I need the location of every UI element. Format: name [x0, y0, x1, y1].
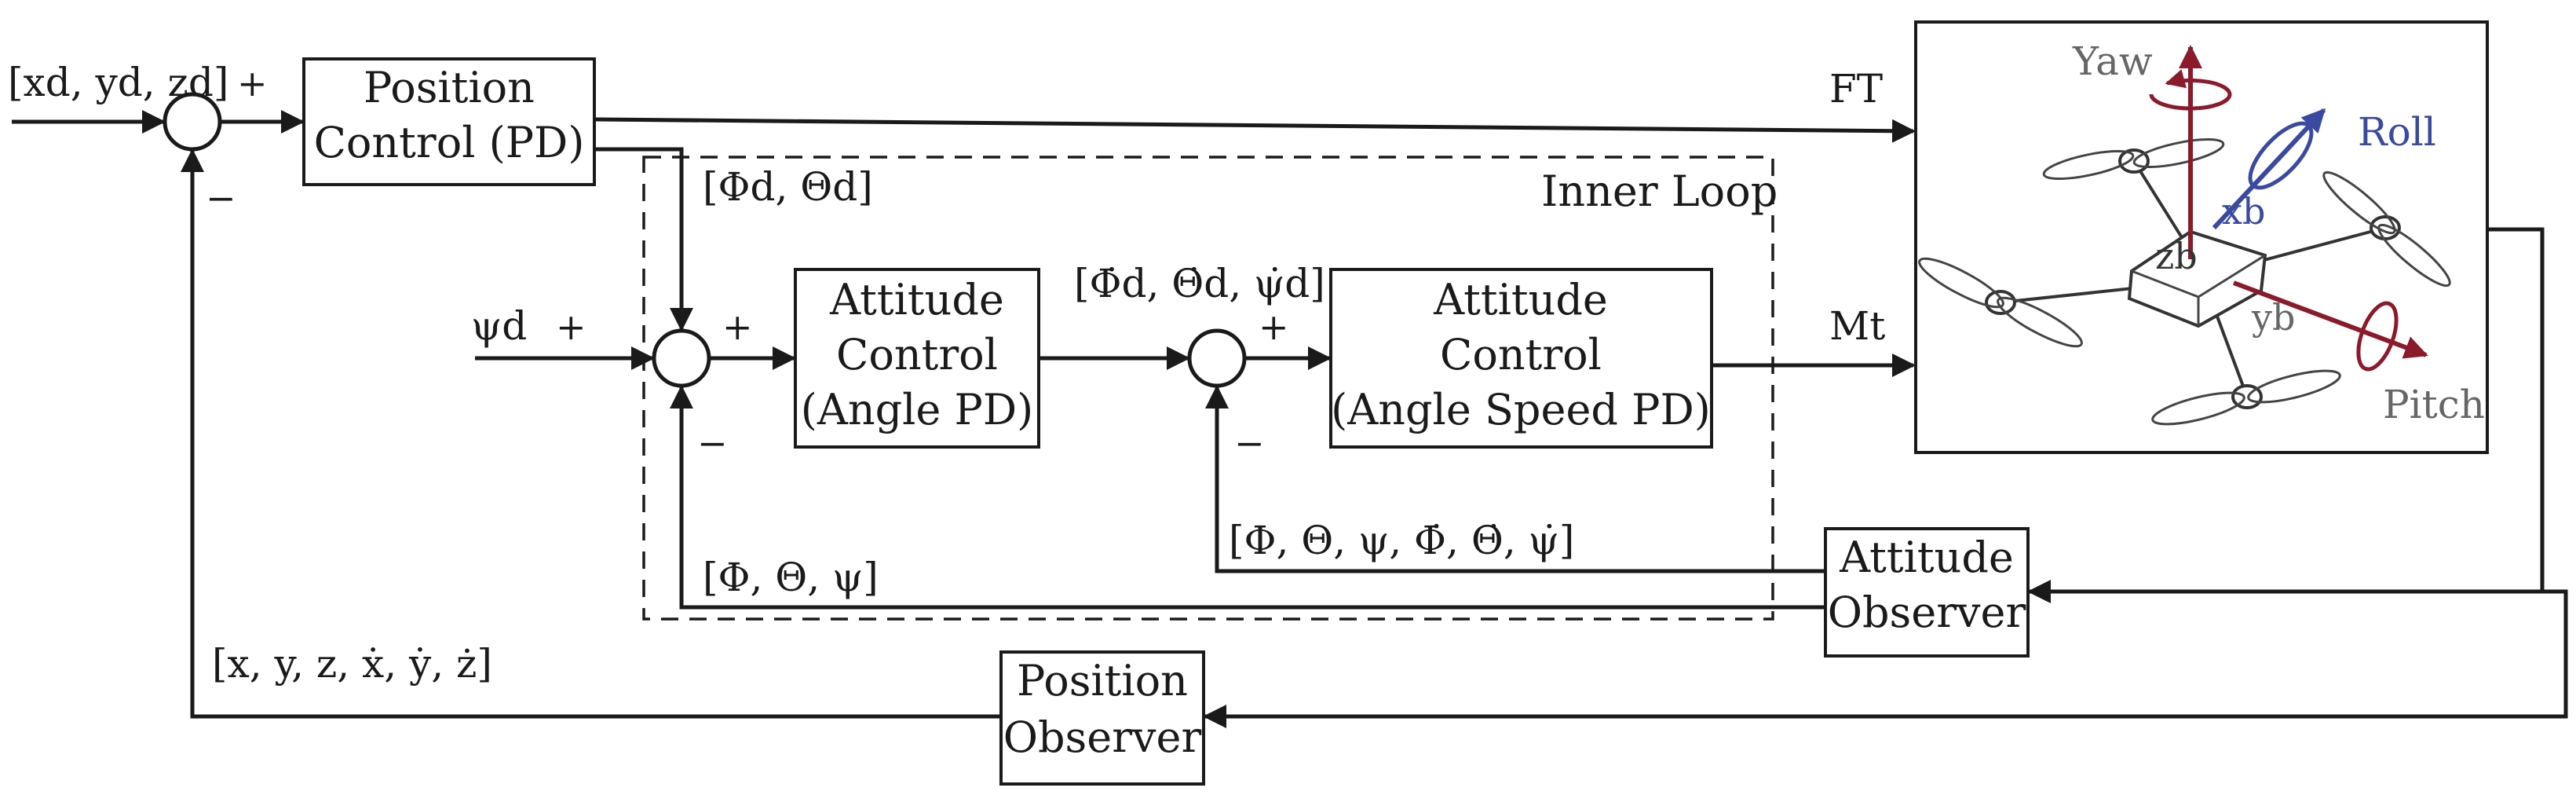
position-observer-line-2: Observer — [1003, 713, 1202, 762]
inner-loop-label: Inner Loop — [1541, 167, 1778, 216]
yaw-axis-arrow — [2149, 45, 2232, 259]
angles-feedback-arrow — [670, 385, 1825, 610]
position-control-block: Position Control (PD) — [302, 57, 596, 186]
pitch-axis-arrow — [2232, 280, 2428, 372]
attitude-observer-line-2: Observer — [1828, 588, 2026, 637]
thrust-label: FT — [1829, 66, 1883, 112]
attitude-observer-line-1: Attitude — [1839, 533, 2014, 582]
propeller-back-left — [2042, 137, 2225, 181]
rates-feedback-arrow — [1205, 385, 1825, 573]
psi-d-label: ψd — [471, 303, 527, 349]
yaw-label: Yaw — [2072, 38, 2153, 84]
position-observer-block: Position Observer — [999, 650, 1205, 786]
zb-label: zb — [2155, 235, 2198, 277]
sum3-minus-sign: − — [1234, 422, 1265, 464]
propeller-back-right — [2322, 170, 2451, 288]
position-observer-line-1: Position — [1017, 656, 1188, 705]
attitude-speed-line-1: Attitude — [1433, 275, 1608, 324]
attitude-angle-line-3: (Angle PD) — [801, 385, 1034, 434]
sum2-minus-sign: − — [697, 422, 728, 464]
inner-loop-region — [642, 156, 1774, 621]
thrust-arrow — [594, 117, 1916, 143]
angle-reference-arrow — [594, 147, 693, 332]
propeller-front-right — [2151, 369, 2341, 426]
quadrotor-illustration — [1918, 137, 2451, 426]
xb-label: xb — [2222, 190, 2265, 233]
attitude-angle-line-2: Control — [836, 330, 998, 379]
rates-feedback-label: [Φ, Θ, ψ, Φ̇, Θ̇, ψ̇] — [1229, 518, 1574, 563]
moment-label: Mt — [1829, 303, 1885, 349]
roll-axis-arrow — [2212, 108, 2326, 230]
position-feedback-label: [x, y, z, ẋ, ẏ, ż] — [212, 641, 492, 687]
sum2-psi-plus-sign: + — [556, 306, 586, 348]
sum1-plus-sign: + — [237, 62, 268, 104]
yb-label: yb — [2251, 296, 2295, 339]
angles-feedback-label: [Φ, Θ, ψ] — [703, 555, 879, 600]
summing-junction-rate — [1187, 328, 1247, 388]
propeller-front-left — [1918, 257, 2083, 348]
position-control-line-2: Control (PD) — [314, 118, 585, 167]
ref-position-label: [xd, yd, zd] — [8, 60, 228, 105]
plant-to-attitude-observer-arrow — [2027, 227, 2545, 603]
position-control-line-1: Position — [364, 63, 535, 112]
position-feedback-arrow — [181, 148, 1001, 719]
sum3-plus-sign: + — [1259, 306, 1289, 348]
rate-reference-label: [Φ̇d, Θ̇d, ψ̇d] — [1074, 261, 1325, 306]
attitude-speed-line-2: Control — [1440, 330, 1602, 379]
summing-junction-angle — [652, 328, 711, 388]
sum2-plus-sign: + — [722, 306, 753, 348]
attitude-speed-control-block: Attitude Control (Angle Speed PD) — [1329, 268, 1713, 449]
roll-label: Roll — [2358, 109, 2436, 155]
attitude-angle-line-1: Attitude — [829, 275, 1004, 324]
plant-to-position-observer-arrow — [1203, 589, 2568, 728]
attitude-speed-line-3: (Angle Speed PD) — [1331, 385, 1711, 434]
attitude-angle-control-block: Attitude Control (Angle PD) — [794, 268, 1040, 449]
sum1-minus-sign: − — [206, 177, 236, 219]
attitude-observer-block: Attitude Observer — [1824, 527, 2030, 658]
angle-reference-label: [Φd, Θd] — [703, 164, 873, 210]
pitch-label: Pitch — [2383, 382, 2485, 427]
